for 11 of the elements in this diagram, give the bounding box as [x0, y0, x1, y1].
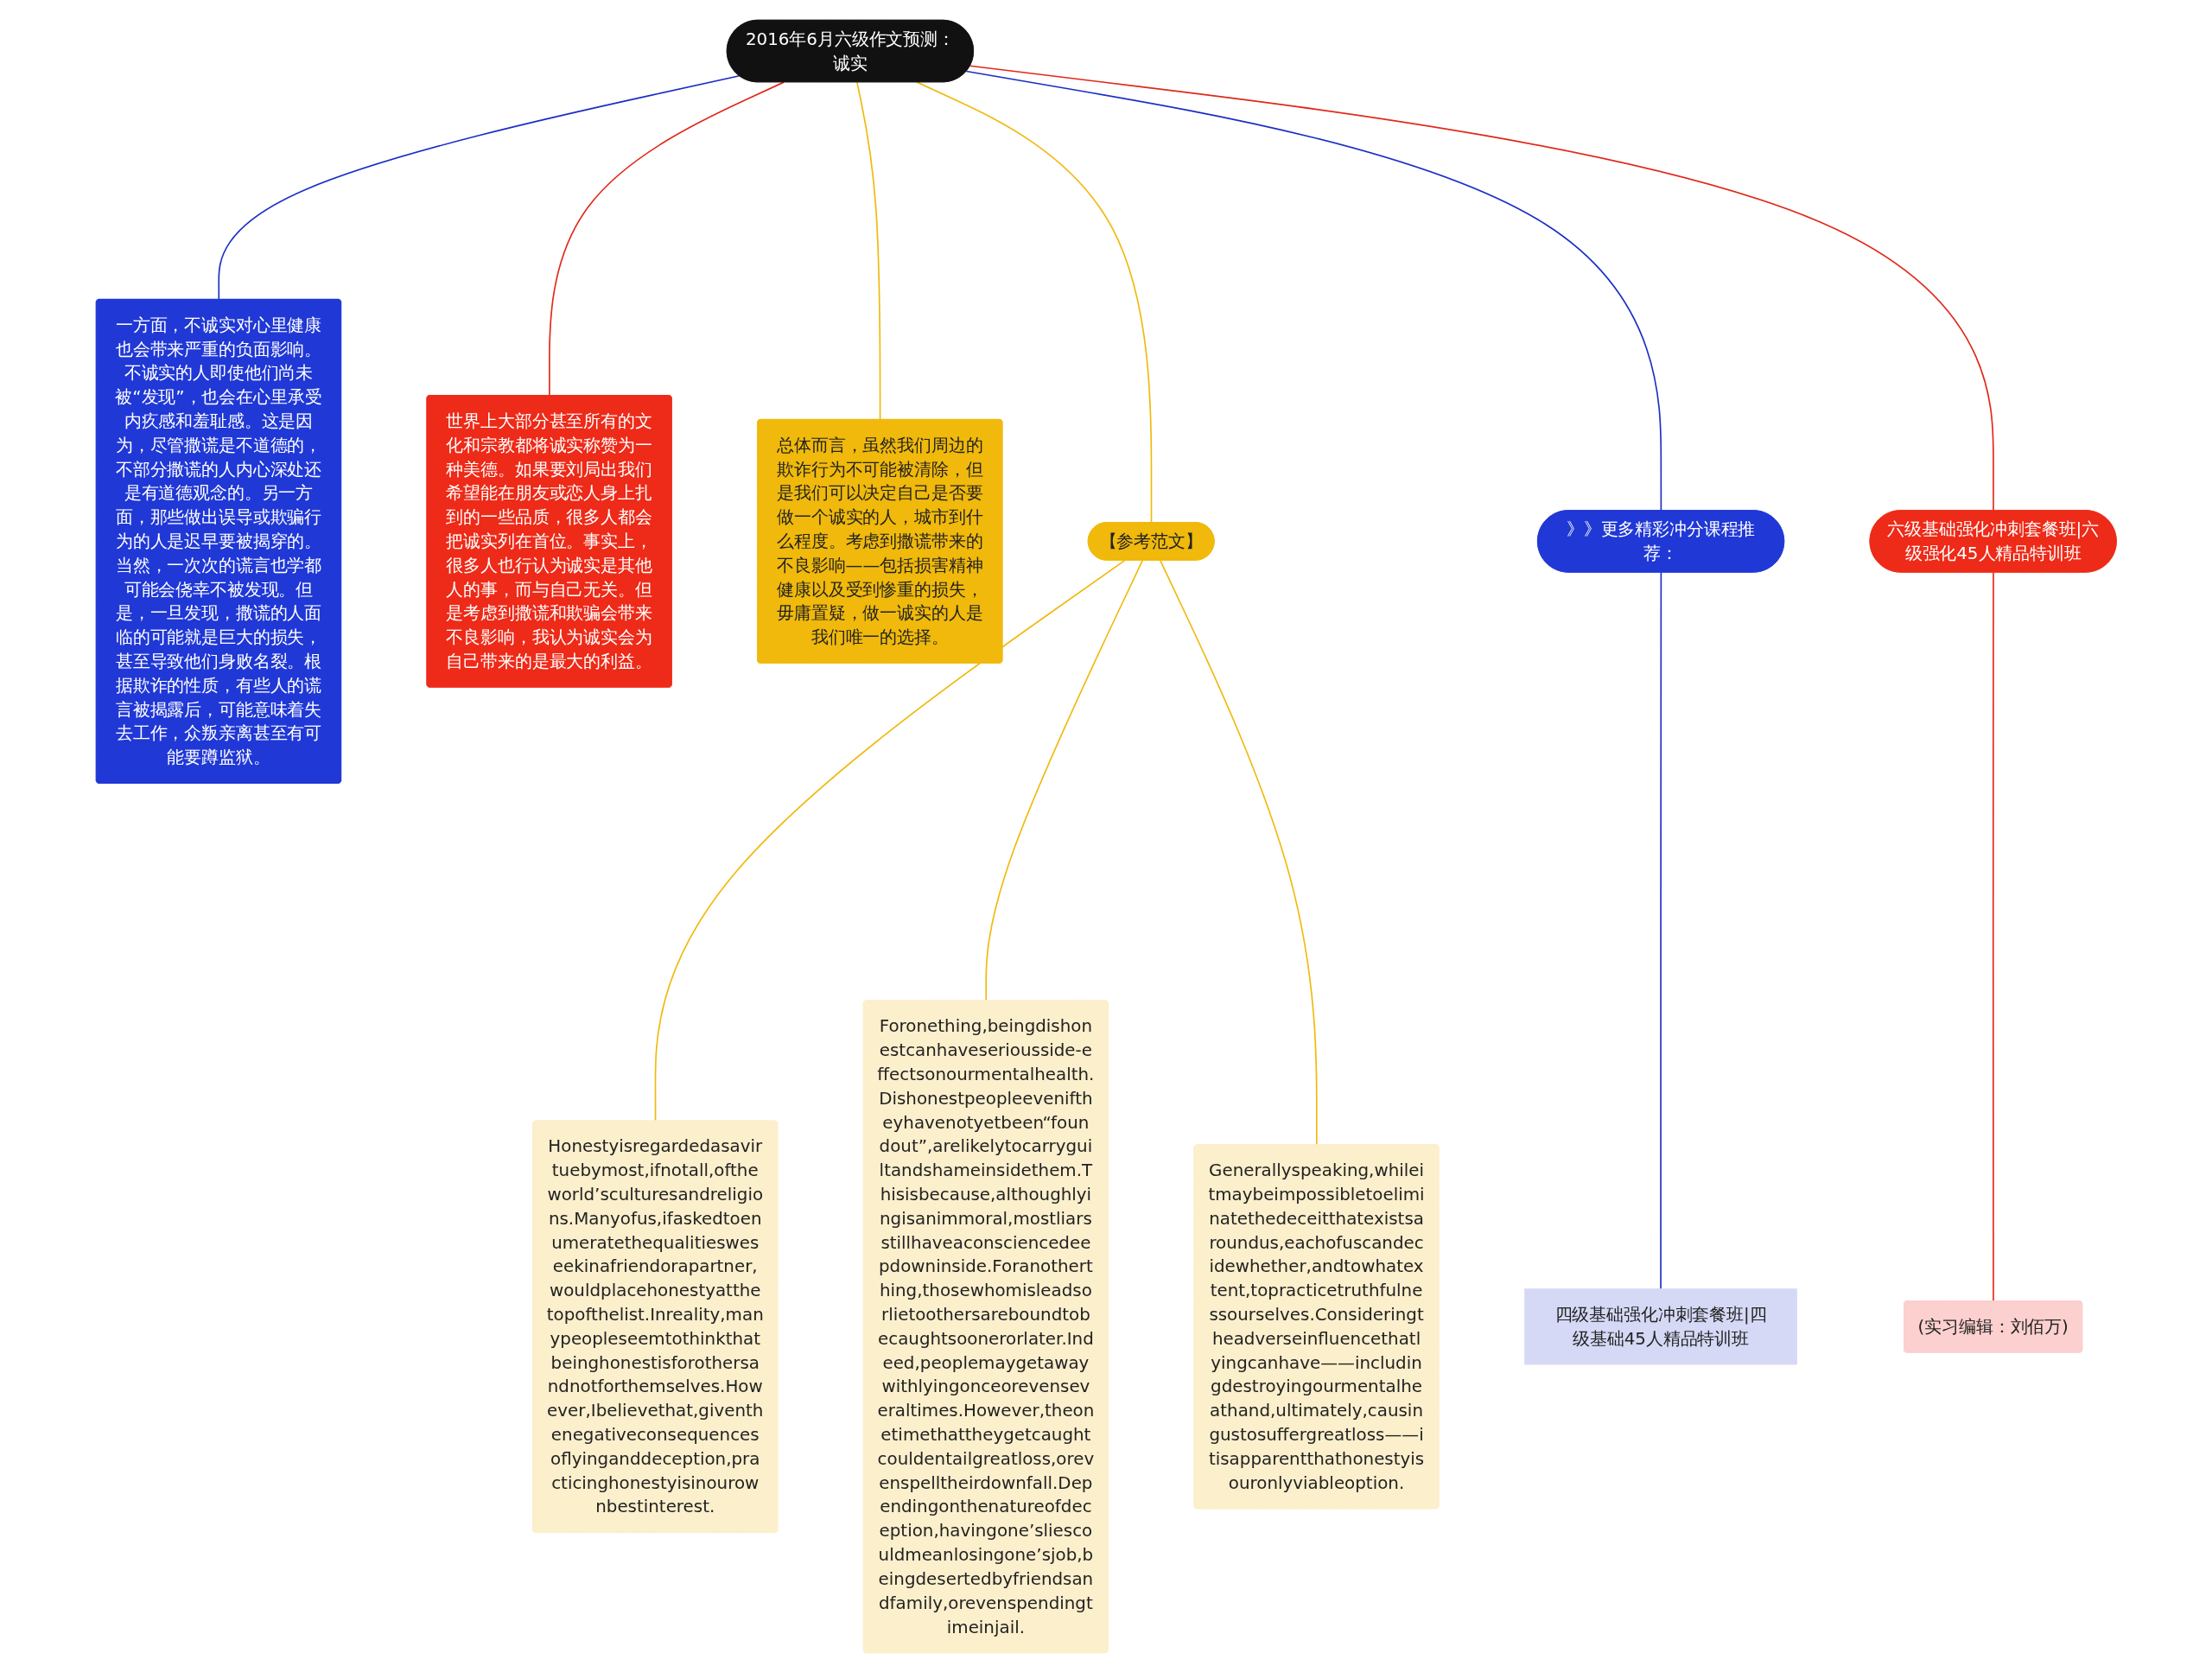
connector: [916, 80, 1153, 524]
connector: [985, 559, 1143, 1001]
connector: [548, 80, 785, 397]
connector: [218, 74, 741, 300]
connector: [654, 559, 1126, 1122]
connector: [969, 64, 1994, 512]
connector: [965, 70, 1662, 512]
node-box: 四级基础强化冲刺套餐班|四级基础45人精品特训班: [1523, 1287, 1797, 1364]
connector: [1992, 571, 1994, 1302]
connector: [1159, 559, 1318, 1146]
connector: [1659, 571, 1662, 1289]
